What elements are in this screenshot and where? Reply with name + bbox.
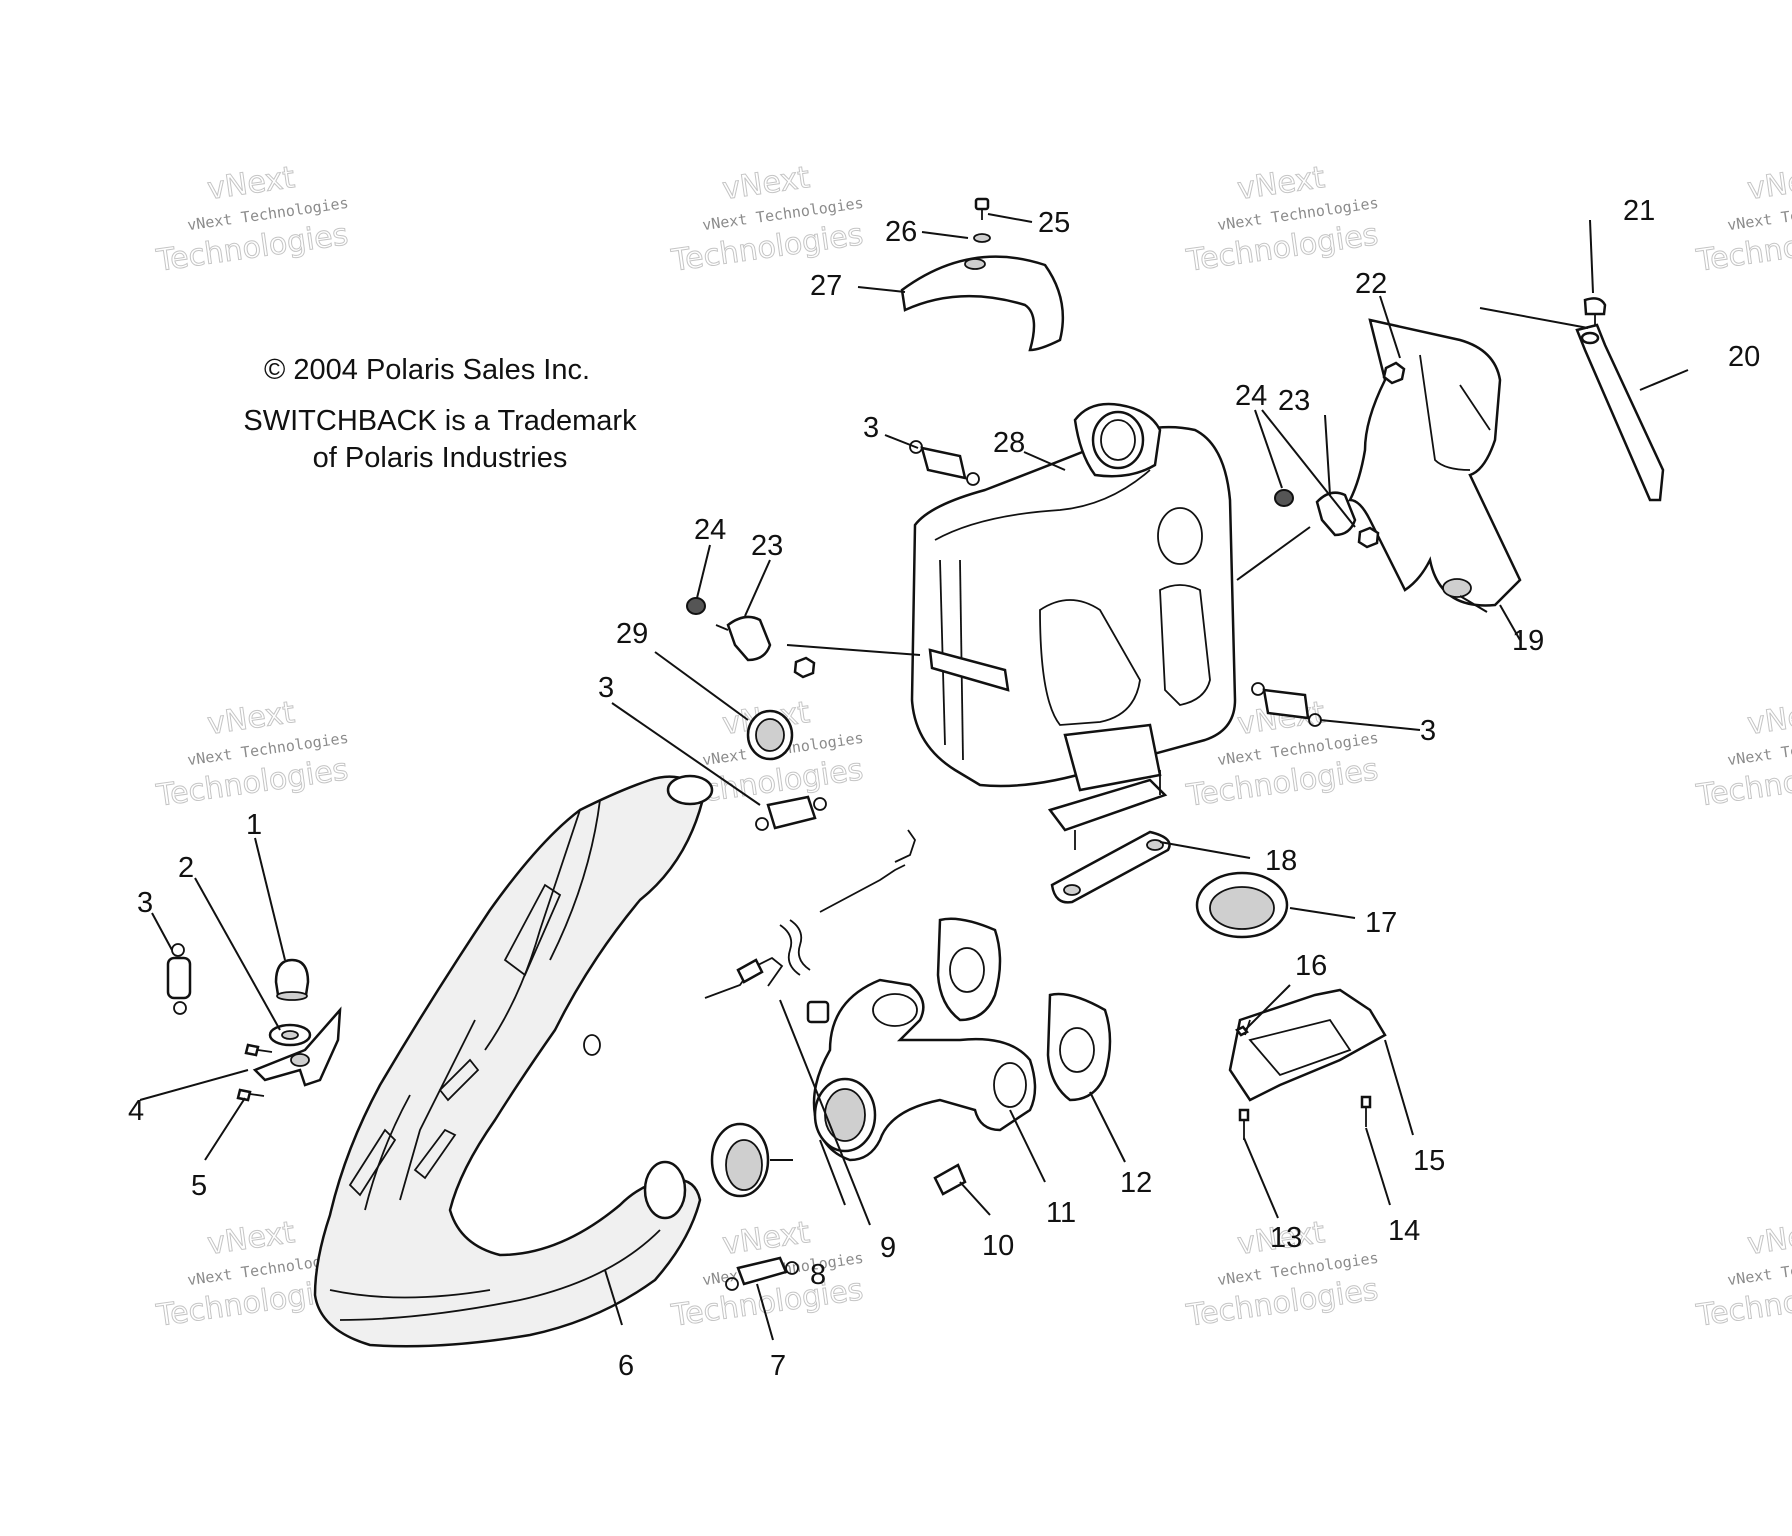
heat-shield (1347, 297, 1665, 607)
watermark: vNext vNext Technologies Technologies (153, 695, 351, 815)
svg-text:vNext: vNext (205, 1215, 297, 1262)
callout-25: 25 (1038, 207, 1070, 239)
callout-17: 17 (1365, 907, 1397, 939)
callout-21: 21 (1623, 195, 1655, 227)
svg-text:vNext: vNext (205, 695, 297, 742)
exhaust-seal (710, 1122, 770, 1198)
callout-16: 16 (1295, 950, 1327, 982)
seal-ring (1195, 871, 1289, 939)
callout-4: 4 (128, 1095, 144, 1127)
callout-6: 6 (618, 1350, 634, 1382)
mounting-plate (1050, 830, 1171, 904)
grommet (746, 709, 794, 761)
muffler (910, 402, 1237, 850)
watermark: vNext vNext Technologies Technologies (1693, 160, 1792, 280)
callout-19: 19 (1512, 625, 1544, 657)
watermark: vNext vNext Technologies Technologies (1183, 160, 1381, 280)
svg-text:vNext: vNext (720, 160, 812, 207)
exhaust-manifold (806, 978, 1037, 1196)
gasket-upper (936, 917, 1002, 1022)
callout-3: 3 (598, 672, 614, 704)
leader-lines (139, 213, 1689, 1341)
callout-5: 5 (191, 1170, 207, 1202)
svg-text:Technologies: Technologies (154, 217, 351, 279)
svg-text:Technologies: Technologies (1184, 217, 1381, 279)
trademark-line-2: of Polaris Industries (312, 442, 568, 474)
callout-1: 1 (246, 809, 262, 841)
spring-middle (755, 795, 827, 831)
callout-7: 7 (770, 1350, 786, 1382)
callout-15: 15 (1413, 1145, 1445, 1177)
callout-22: 22 (1355, 268, 1387, 300)
svg-text:vNext: vNext (205, 160, 297, 207)
small-spring (725, 1256, 799, 1291)
muffler-cap (900, 197, 1065, 352)
callout-labels: 1 2 3 3 3 3 4 5 6 7 8 9 10 11 12 13 14 1… (128, 195, 1760, 1382)
svg-text:Technologies: Technologies (669, 1272, 866, 1334)
callout-29: 29 (616, 618, 648, 650)
callout-11: 11 (1046, 1197, 1076, 1229)
spring-upper (909, 440, 980, 486)
callout-10: 10 (982, 1230, 1014, 1262)
mount-bracket-left (236, 1006, 342, 1102)
svg-text:Technologies: Technologies (154, 752, 351, 814)
callout-23: 23 (1278, 385, 1310, 417)
callout-26: 26 (885, 216, 917, 248)
bumper-cap (274, 958, 310, 1001)
rubber-mount-right (1274, 489, 1380, 549)
sensor (704, 829, 916, 999)
callout-3: 3 (1420, 715, 1436, 747)
callout-27: 27 (810, 270, 842, 302)
rubber-mount-left (686, 597, 816, 679)
callout-9: 9 (880, 1232, 896, 1264)
callout-3: 3 (137, 887, 153, 919)
svg-text:vNext: vNext (1745, 1215, 1792, 1262)
svg-text:vNext: vNext (1745, 160, 1792, 207)
expansion-chamber (313, 774, 714, 1348)
copyright-notice: © 2004 Polaris Sales Inc. SWITCHBACK is … (220, 352, 660, 477)
svg-text:vNext: vNext (1235, 160, 1327, 207)
svg-text:vNext: vNext (720, 1215, 812, 1262)
protector-plate (1228, 988, 1387, 1140)
callout-20: 20 (1728, 341, 1760, 373)
spring-left (166, 943, 192, 1015)
gasket-lower (1046, 992, 1112, 1102)
copyright-line: © 2004 Polaris Sales Inc. (263, 354, 591, 386)
callout-14: 14 (1388, 1215, 1420, 1247)
callout-28: 28 (993, 427, 1025, 459)
watermark: vNext vNext Technologies Technologies (1693, 695, 1792, 815)
callout-23: 23 (751, 530, 783, 562)
callout-24: 24 (694, 514, 726, 546)
washer-left (268, 1023, 312, 1047)
trademark-line-1: SWITCHBACK is a Trademark (243, 405, 637, 437)
watermark: vNext vNext Technologies Technologies (668, 160, 866, 280)
callout-8: 8 (810, 1259, 826, 1291)
watermark: vNext vNext Technologies Technologies (153, 160, 351, 280)
svg-text:Technologies: Technologies (1184, 1272, 1381, 1334)
callout-3: 3 (863, 412, 879, 444)
callout-18: 18 (1265, 845, 1297, 877)
callout-2: 2 (178, 852, 194, 884)
svg-text:vNext: vNext (1745, 695, 1792, 742)
svg-text:Technologies: Technologies (1184, 752, 1381, 814)
callout-13: 13 (1270, 1222, 1302, 1254)
callout-24: 24 (1235, 380, 1267, 412)
callout-12: 12 (1120, 1167, 1152, 1199)
watermark: vNext vNext Technologies Technologies (1693, 1215, 1792, 1335)
